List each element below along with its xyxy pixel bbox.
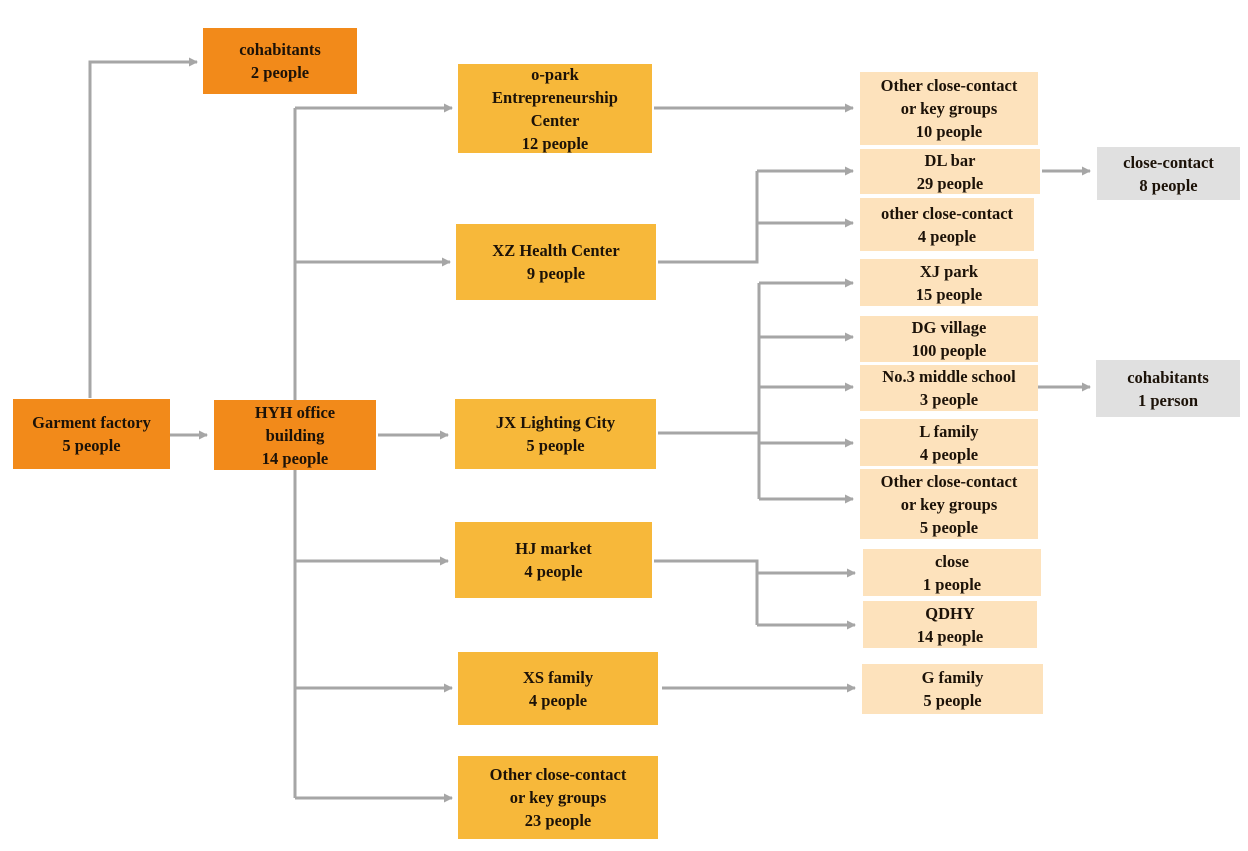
node-label: XZ Health Center — [492, 241, 620, 260]
node-count: 23 people — [524, 811, 592, 830]
node-count: 9 people — [526, 264, 586, 283]
node-label: L family — [919, 421, 979, 441]
node-g-family: G family 5 people — [862, 664, 1043, 714]
node-label: cohabitants — [1127, 367, 1209, 387]
node-count: 4 people — [524, 562, 583, 581]
node-label: HYH office — [254, 402, 336, 422]
node-count: 8 people — [1139, 175, 1198, 195]
node-count: 15 people — [915, 284, 983, 304]
node-count: 4 people — [917, 226, 977, 246]
node-hyh-office: HYH office building 14 people — [214, 400, 376, 470]
node-label: or key groups — [900, 494, 998, 514]
node-count: 5 people — [62, 436, 121, 455]
node-label: other close-contact — [880, 203, 1014, 223]
node-xj-park: XJ park 15 people — [860, 259, 1038, 306]
node-xz-health: XZ Health Center 9 people — [456, 224, 656, 300]
node-count: 100 people — [911, 341, 987, 360]
node-close-1: close 1 people — [863, 549, 1041, 596]
node-other-5: Other close-contact or key groups 5 peop… — [860, 469, 1038, 539]
node-garment-factory: Garment factory 5 people — [13, 399, 170, 469]
node-count: 2 people — [250, 63, 310, 82]
node-label: No.3 middle school — [882, 367, 1016, 386]
node-count: 3 people — [919, 390, 979, 409]
node-label: XS family — [522, 667, 594, 687]
node-count: 14 people — [261, 448, 329, 468]
node-label: close-contact — [1123, 152, 1214, 172]
node-label: G family — [921, 668, 984, 687]
node-dl-bar: DL bar 29 people — [860, 149, 1040, 194]
node-label: QDHY — [925, 603, 975, 623]
node-count: 5 people — [526, 436, 585, 455]
node-count: 1 person — [1137, 390, 1199, 410]
node-label: JX Lighting City — [495, 413, 616, 432]
node-opark: o-park Entrepreneurship Center 12 people — [458, 64, 652, 153]
node-l-family: L family 4 people — [860, 419, 1038, 466]
edge-hj-bracket — [654, 559, 759, 625]
node-count: 4 people — [528, 690, 588, 710]
node-label: Other close-contact — [489, 765, 627, 784]
node-label: Other close-contact — [880, 76, 1018, 95]
node-label: Entrepreneurship — [492, 87, 618, 107]
node-label: building — [265, 425, 325, 445]
node-cohabitants-1: cohabitants 1 person — [1096, 360, 1240, 417]
node-hj-market: HJ market 4 people — [455, 522, 652, 598]
node-other-close-4: other close-contact 4 people — [860, 198, 1034, 251]
edge-xz-bracket — [658, 171, 759, 264]
node-label: DG village — [911, 318, 987, 337]
node-count: 1 people — [922, 574, 982, 594]
node-label: DL bar — [924, 150, 976, 170]
node-close-contact-8: close-contact 8 people — [1097, 147, 1240, 200]
node-count: 10 people — [915, 122, 983, 141]
node-count: 5 people — [923, 691, 982, 710]
node-cohabitants-2: cohabitants 2 people — [203, 28, 357, 94]
node-dg-village: DG village 100 people — [860, 316, 1038, 362]
node-no3-school: No.3 middle school 3 people — [860, 365, 1038, 411]
node-label: o-park — [531, 64, 579, 84]
node-other-10: Other close-contact or key groups 10 peo… — [860, 72, 1038, 145]
node-count: 29 people — [916, 173, 984, 193]
node-label: XJ park — [919, 261, 979, 281]
node-other-23: Other close-contact or key groups 23 peo… — [458, 756, 658, 839]
node-count: 5 people — [919, 517, 979, 537]
node-label: cohabitants — [239, 40, 321, 59]
node-label: Center — [530, 110, 580, 130]
node-count: 12 people — [521, 133, 589, 153]
node-label: close — [935, 551, 969, 571]
node-label: or key groups — [509, 788, 607, 807]
node-label: Garment factory — [32, 413, 151, 432]
edge-jx-bracket — [658, 283, 761, 499]
node-count: 14 people — [916, 626, 984, 646]
node-label: Other close-contact — [880, 471, 1018, 491]
node-xs-family: XS family 4 people — [458, 652, 658, 725]
node-label: HJ market — [515, 539, 592, 558]
node-count: 4 people — [919, 444, 979, 464]
node-jx-lighting: JX Lighting City 5 people — [455, 399, 656, 469]
node-qdhy: QDHY 14 people — [863, 601, 1037, 648]
edge-garment-to-cohabitants — [88, 57, 198, 398]
node-label: or key groups — [900, 99, 998, 118]
